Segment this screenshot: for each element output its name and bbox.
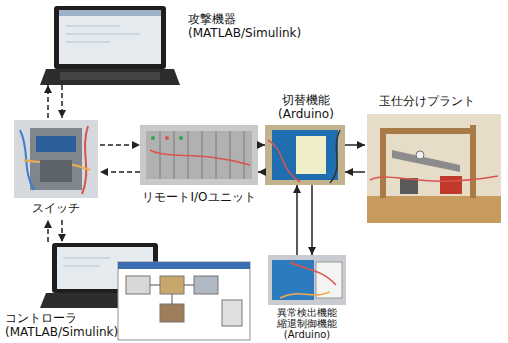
screenshot-window-part [184, 285, 194, 286]
node-label: 異常検出機能 縮退制御機能 (Arduino) [272, 307, 342, 340]
arduino-photo-part [280, 292, 330, 298]
node-label: コントローラ (MATLAB/Simulink) [5, 312, 117, 340]
arduino-photo [265, 125, 345, 185]
arduino-photo-part [265, 125, 345, 185]
connector-arrow [47, 220, 49, 242]
connector-arrow [100, 144, 140, 146]
plant-photo-part [392, 150, 460, 172]
laptop-photo-part [60, 72, 160, 80]
plant-photo-part [367, 196, 501, 223]
laptop-photo-part [59, 10, 161, 16]
plant-photo [367, 114, 501, 223]
screenshot-window-part [150, 285, 160, 286]
arduino-photo-part [296, 136, 326, 174]
connector-arrow [258, 144, 265, 146]
laptop-photo-part [66, 26, 120, 27]
connector-arrow [345, 144, 365, 146]
screenshot-window-part [160, 304, 184, 322]
arduino-photo-part [290, 262, 336, 285]
plant-photo-part [380, 128, 476, 134]
node-label: 切替機能 (Arduino) [275, 94, 337, 122]
laptop-photo [40, 6, 180, 85]
switch-photo-part [14, 120, 98, 198]
remote-io-photo-part [160, 131, 161, 179]
node-label: スイッチ [12, 202, 100, 216]
node-label: 玉仕分けプラント [379, 95, 499, 109]
switch-photo-part [82, 126, 88, 194]
remote-io-photo-part [140, 125, 258, 185]
plant-photo-part [416, 151, 424, 159]
connector-arrow [258, 171, 265, 173]
remote-io-photo-part [150, 150, 250, 165]
remote-io-photo-part [216, 131, 217, 179]
photo-node: 玉仕分けプラント [365, 112, 503, 225]
plant-photo-part [440, 176, 462, 194]
arduino-photo [268, 255, 346, 305]
plant-photo-part [380, 130, 386, 198]
photo-node: 切替機能 (Arduino) [265, 125, 345, 185]
screenshot-window-part [172, 294, 173, 304]
photo-node: リモートI/Oユニット [140, 125, 258, 185]
connector-arrow [296, 185, 298, 255]
connector-arrow [100, 171, 140, 173]
screenshot-window-part [222, 300, 242, 326]
connector-arrow [61, 85, 63, 118]
screenshot-window-part [118, 262, 250, 269]
remote-io-photo-part [151, 136, 155, 140]
photo-node: スイッチ [12, 118, 100, 220]
screenshot-window-part [160, 276, 184, 294]
node-label: リモートI/Oユニット [134, 191, 264, 205]
remote-io-photo-part [179, 136, 183, 140]
plant-photo-part [367, 114, 501, 223]
node-label: 攻撃機器 (MATLAB/Simulink) [188, 13, 300, 41]
switch-photo-part [30, 128, 82, 190]
laptop-photo-part [63, 266, 100, 267]
remote-io-photo-part [244, 131, 245, 179]
plant-photo-part [470, 125, 476, 198]
screenshot-window-part [118, 262, 250, 340]
remote-io-photo [140, 125, 258, 185]
laptop-photo-part [63, 258, 110, 259]
remote-io-photo-part [230, 131, 231, 179]
remote-io-photo-part [202, 131, 203, 179]
connector-arrow [61, 220, 63, 242]
arduino-photo-part [268, 255, 346, 305]
switch-photo-part [36, 136, 76, 152]
arduino-photo-part [330, 130, 340, 183]
laptop-photo-part [66, 34, 140, 35]
switch-photo-part [40, 160, 72, 182]
switch-photo [14, 120, 98, 198]
laptop-photo-part [54, 6, 166, 69]
screenshot-window [118, 262, 250, 340]
screenshot-window-part [126, 276, 150, 294]
remote-io-photo-part [165, 136, 169, 140]
connector-arrow [345, 171, 365, 173]
photo-node: 攻撃機器 (MATLAB/Simulink) [40, 5, 180, 85]
screenshot-window-part [194, 276, 218, 294]
laptop-photo-part [40, 69, 180, 85]
plant-photo-part [370, 176, 498, 181]
arduino-photo-part [272, 130, 338, 180]
connector-arrow [47, 85, 49, 118]
laptop-photo-part [66, 42, 110, 43]
photo-node: コントローラ (MATLAB/Simulink) [40, 242, 170, 308]
connector-arrow [311, 185, 313, 255]
laptop-photo-part [59, 10, 161, 64]
photo-node: 異常検出機能 縮退制御機能 (Arduino) [268, 255, 346, 305]
arduino-photo-part [268, 140, 300, 182]
remote-io-photo-part [146, 131, 252, 179]
